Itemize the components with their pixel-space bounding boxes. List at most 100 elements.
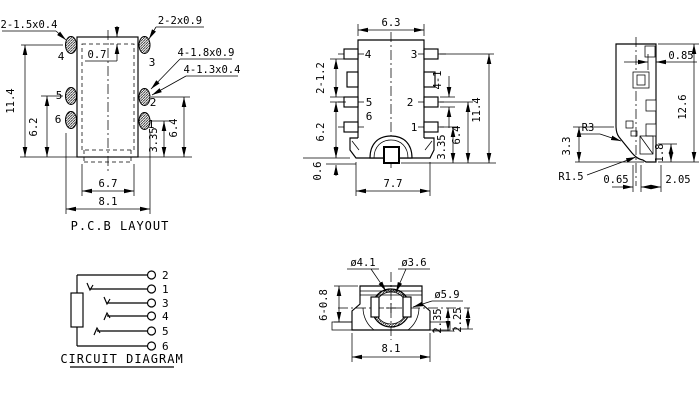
pad-6 — [65, 111, 77, 129]
dim-pin2-height-front: 6.4 — [440, 101, 473, 163]
terminal-label-4: 4 — [162, 310, 169, 323]
sleeve-element — [70, 292, 84, 328]
pcb-pads: 4 5 6 3 2 1 — [55, 36, 157, 131]
terminal-label-1: 1 — [162, 283, 169, 296]
contact-right — [402, 296, 412, 318]
dim-pin1-height-front-text: 3.35 — [436, 134, 448, 159]
tab-2 — [423, 96, 439, 108]
callout-hole-small-text: 4-1.3x0.4 — [184, 64, 241, 76]
dim-outer-width-pcb: 8.1 — [65, 133, 151, 214]
dim-lower-height-front: 6.2 — [303, 101, 350, 159]
dim-chamfer-height-text: 3.3 — [561, 137, 573, 156]
terminal-circle-6 — [146, 341, 157, 351]
pad-number-5: 5 — [56, 89, 63, 102]
dim-inner-width-pcb-text: 6.7 — [99, 178, 118, 190]
pad-1 — [138, 112, 151, 130]
front-body: 4 5 6 3 2 1 — [338, 32, 446, 170]
dim-total-height-pcb: 11.4 — [5, 44, 63, 157]
tab-6 — [343, 121, 359, 133]
bottom-view: ø4.1 ø3.6 ø5.9 6-0.8 2.35 2.2 — [318, 257, 473, 362]
dim-pin-span-text: 2-1.2 — [315, 62, 327, 94]
dim-edge-offset: 0.7 — [85, 26, 120, 62]
pad-5 — [65, 87, 77, 105]
terminal-circle-1 — [146, 284, 157, 294]
dia-ring-inner-text: ø3.6 — [401, 257, 426, 269]
dim-top-offset-text: 0.85 — [668, 50, 693, 62]
dim-gap-text: 0.65 — [603, 174, 628, 186]
dim-width-bottom: 8.1 — [351, 333, 431, 362]
dim-top-offset: 0.85 — [624, 50, 697, 70]
dim-total-height-pcb-text: 11.4 — [5, 88, 17, 113]
dim-slots: 6-0.8 — [318, 285, 358, 323]
pin-number-6: 6 — [366, 110, 373, 123]
callout-slot-small-text: 2-1.5x0.4 — [1, 19, 58, 31]
pad-number-4: 4 — [58, 50, 65, 63]
dim-foot-height: 1.8 — [654, 144, 677, 163]
callout-radius-corner: R1.5 — [558, 156, 637, 183]
contact-left — [370, 296, 380, 318]
tab-5 — [343, 96, 359, 108]
pin-number-4: 4 — [365, 48, 372, 61]
pcb-body — [20, 30, 192, 172]
callout-dia-ring-inner: ø3.6 — [395, 257, 430, 293]
switch-contact-3 — [103, 296, 111, 306]
callout-radius-chamfer: R3 — [577, 122, 622, 142]
dim-outer-width-pcb-text: 8.1 — [99, 196, 118, 208]
dim-gap-and-foot-width: 0.65 2.05 — [603, 165, 691, 192]
dim-center-to-edge: 2.35 — [432, 308, 453, 334]
callout-slot-large-text: 2-2x0.9 — [158, 15, 202, 27]
circuit-diagram-title: CIRCUIT DIAGRAM — [60, 352, 183, 366]
dim-inner-width-pcb: 6.7 — [81, 164, 135, 196]
dome-opening — [383, 146, 400, 164]
terminal-circle-4 — [146, 311, 157, 321]
dim-total-height-side-text: 12.6 — [677, 94, 689, 119]
callout-dia-barrel: ø5.9 — [412, 289, 463, 308]
side-details — [625, 45, 657, 155]
dim-slots-text: 6-0.8 — [318, 289, 330, 321]
terminal-circle-2 — [146, 270, 157, 280]
dim-pin-span: 2-1.2 — [315, 58, 346, 98]
callout-slot-large: 2-2x0.9 — [148, 15, 204, 40]
dim-chamfer-height: 3.3 — [561, 126, 644, 163]
circuit-diagram: 2 1 3 4 5 6 CIRCUIT DIAGRAM — [60, 269, 183, 368]
front-view: 4 5 6 3 2 1 6.3 2-1.2 6.2 — [303, 17, 496, 196]
tab-left-plain — [346, 71, 359, 88]
terminal-label-3: 3 — [162, 297, 169, 310]
tab-1 — [423, 121, 439, 133]
dim-total-height-front-text: 11.4 — [471, 97, 483, 122]
tab-4 — [343, 48, 359, 60]
dim-lower-height-pcb: 6.2 — [28, 95, 63, 157]
dim-pad2-height-pcb: 6.4 — [151, 96, 190, 157]
dia-barrel-text: ø5.9 — [434, 289, 459, 301]
terminal-circle-3 — [146, 298, 157, 308]
dim-foot-width-text: 2.05 — [665, 174, 690, 186]
dim-center-to-edge-text: 2.35 — [432, 308, 444, 333]
dim-foot-height-text: 1.8 — [654, 144, 666, 163]
dim-total-height-side: 12.6 — [658, 43, 699, 163]
side-view: 0.85 12.6 1.8 3.3 R3 R1.5 — [558, 37, 699, 192]
pad-number-2: 2 — [150, 96, 157, 109]
dim-lower-height-pcb-text: 6.2 — [28, 118, 40, 137]
dim-lower-height-front-text: 6.2 — [315, 123, 327, 142]
callout-dia-ring-outer: ø4.1 — [347, 257, 387, 292]
pin-number-2: 2 — [407, 96, 414, 109]
dim-pad2-height-pcb-text: 6.4 — [168, 119, 180, 138]
dim-pad1-height-pcb-text: 3.35 — [148, 127, 160, 152]
pad-number-6: 6 — [55, 113, 62, 126]
dia-ring-outer-text: ø4.1 — [350, 257, 375, 269]
dim-center-to-step: 2.25 — [452, 307, 473, 333]
dim-base-width: 7.7 — [355, 162, 431, 196]
pin-number-5: 5 — [366, 96, 373, 109]
dim-top-width-text: 6.3 — [382, 17, 401, 29]
callout-hole-small: 4-1.3x0.4 — [151, 64, 241, 96]
pad-number-3: 3 — [149, 56, 156, 69]
switch-contact-1 — [86, 282, 94, 292]
dim-base-step: 0.6 — [312, 146, 356, 180]
dim-center-to-step-text: 2.25 — [452, 307, 464, 332]
dim-pad1-height-pcb: 3.35 — [148, 120, 170, 157]
dim-tab: 4-1 — [432, 71, 455, 128]
dim-top-width: 6.3 — [357, 17, 425, 36]
dim-width-bottom-text: 8.1 — [382, 343, 401, 355]
terminal-label-2: 2 — [162, 269, 169, 282]
